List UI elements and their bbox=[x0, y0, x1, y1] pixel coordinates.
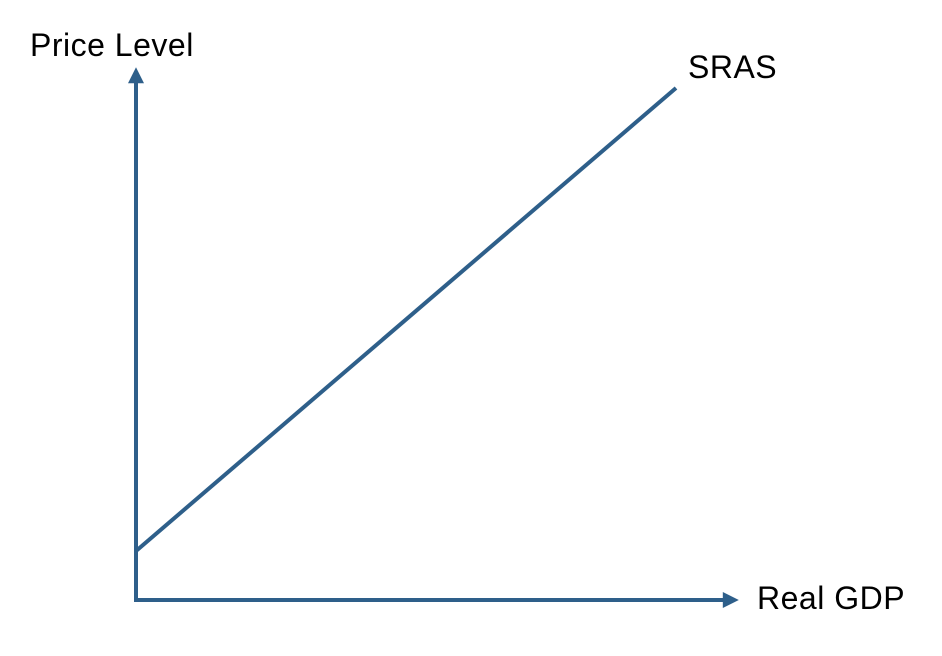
y-axis-label: Price Level bbox=[30, 27, 194, 63]
sras-curve-line bbox=[134, 86, 678, 553]
sras-curve-label: SRAS bbox=[688, 49, 778, 85]
x-axis-label: Real GDP bbox=[757, 580, 906, 616]
